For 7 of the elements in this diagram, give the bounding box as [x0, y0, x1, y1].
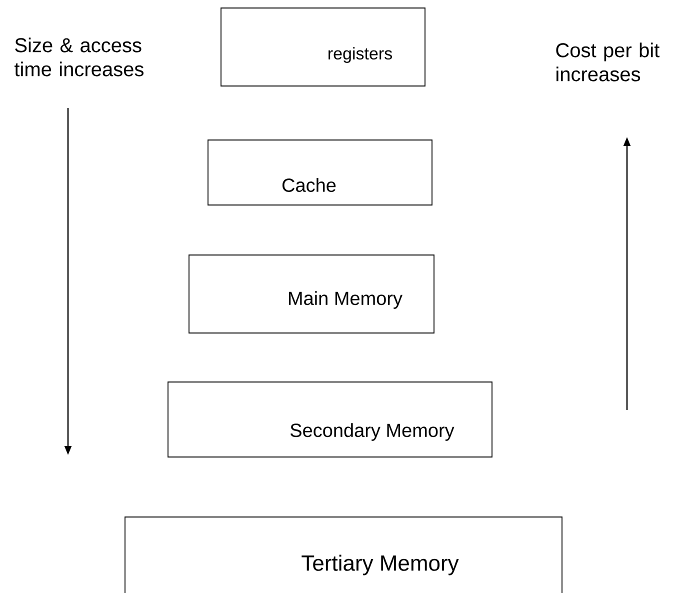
memory-box: registers [220, 8, 426, 86]
memory-box: Tertiary Memory [124, 516, 562, 593]
arrow-label: Size & access time increases [14, 38, 144, 76]
memory-box: Secondary Memory [168, 382, 492, 458]
memory-box: Cache [208, 140, 432, 206]
arrow-label: Cost per bit increases [556, 42, 660, 82]
memory-box: Main Memory [188, 254, 434, 334]
